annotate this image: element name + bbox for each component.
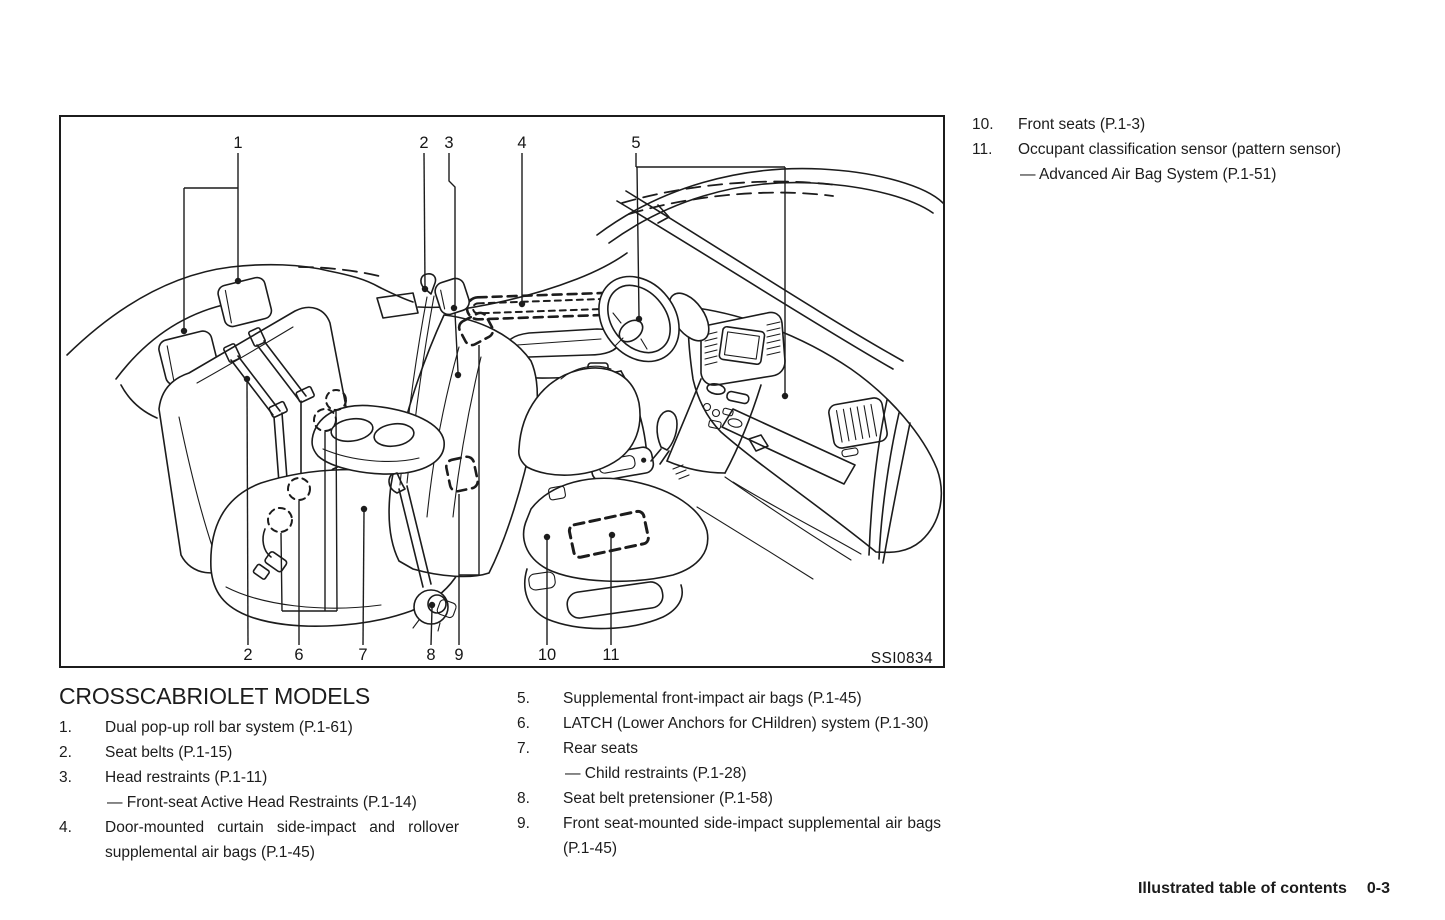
callout-number: 4 [517, 134, 526, 152]
item-text: Door-mounted curtain side-impact and rol… [105, 819, 459, 861]
button-strip-right [766, 321, 781, 356]
nav-screen [718, 325, 766, 366]
driver-seat [388, 273, 539, 578]
callout-number: 10 [538, 646, 556, 664]
item-number: 5. [517, 690, 530, 707]
callout-number: 2 [243, 646, 252, 664]
cup-holder [373, 422, 415, 448]
page-footer: Illustrated table of contents 0-3 [1138, 880, 1390, 898]
page-number: 0-3 [1366, 880, 1390, 897]
item-text: Seat belts (P.1-15) [105, 744, 233, 761]
quarter-trim [376, 292, 419, 319]
item-text: Occupant classification sensor (pattern … [1018, 141, 1342, 158]
occupant-sensor-zone [567, 509, 650, 559]
car-interior-drawing: 1 2 3 4 5 2 6 7 8 9 10 11 SSI0834 [66, 134, 943, 666]
list-item: 4. Door-mounted curtain side-impact and … [59, 815, 459, 865]
shift-knob [656, 410, 678, 451]
callout-number: 8 [426, 646, 435, 664]
callout-number: 11 [602, 646, 619, 664]
belt-guide-loop [420, 273, 437, 295]
item-number: 11. [972, 141, 993, 158]
item-text: Head restraints (P.1-11) [105, 769, 268, 786]
item-text: LATCH (Lower Anchors for CHildren) syste… [563, 715, 929, 732]
item-number: 9. [517, 815, 530, 832]
item-number: 1. [59, 719, 72, 736]
item-number: 8. [517, 790, 530, 807]
passenger-seat [518, 365, 709, 630]
seat-lever [548, 485, 566, 501]
button-strip-left [704, 331, 718, 366]
latch-anchors [267, 389, 347, 533]
interior-illustration-frame: 1 2 3 4 5 2 6 7 8 9 10 11 SSI0834 [59, 115, 945, 668]
callout-number: 9 [454, 646, 463, 664]
list-item: 7. Rear seats — Child restraints (P.1-28… [517, 736, 941, 786]
callout-number: 2 [419, 134, 428, 152]
list-column-right: 10. Front seats (P.1-3) 11. Occupant cla… [972, 112, 1400, 187]
item-text: Seat belt pretensioner (P.1-58) [563, 790, 773, 807]
callout-number: 7 [358, 646, 367, 664]
passenger-seat-back [518, 367, 641, 476]
item-text: Supplemental front-impact air bags (P.1-… [563, 690, 862, 707]
item-text: Front seats (P.1-3) [1018, 116, 1146, 133]
list-item: 5. Supplemental front-impact air bags (P… [517, 686, 941, 711]
seat-skirt [524, 568, 683, 630]
footer-label: Illustrated table of contents [1137, 880, 1347, 897]
wheel-hub [618, 319, 644, 343]
list-item: 1. Dual pop-up roll bar system (P.1-61) [59, 715, 459, 740]
callout-numbers: 1 2 3 4 5 2 6 7 8 9 10 11 [233, 134, 640, 664]
side-airbag-zone-upper [457, 311, 495, 347]
callout-number: 6 [294, 646, 303, 664]
center-console [311, 404, 445, 475]
list-column-middle: 5. Supplemental front-impact air bags (P… [517, 686, 941, 861]
side-airbag-zone-lower [444, 455, 480, 493]
side-vent [828, 397, 888, 458]
callout-number: 5 [631, 134, 640, 152]
center-stack [666, 311, 786, 480]
list-item: 11. Occupant classification sensor (patt… [972, 137, 1400, 187]
item-text: Front seat-mounted side-impact supplemen… [563, 815, 941, 857]
roll-bar-right [217, 276, 273, 328]
a-pillar [616, 200, 894, 370]
callout-lines [180, 152, 789, 646]
list-item: 2. Seat belts (P.1-15) [59, 740, 459, 765]
item-number: 4. [59, 819, 72, 836]
item-number: 6. [517, 715, 530, 732]
list-item: 10. Front seats (P.1-3) [972, 112, 1400, 137]
list-column-left: CROSSCABRIOLET MODELS 1. Dual pop-up rol… [59, 683, 459, 865]
list-item: 8. Seat belt pretensioner (P.1-58) [517, 786, 941, 811]
item-number: 7. [517, 740, 530, 757]
glove-box-trim [721, 408, 856, 485]
cup-holder [330, 417, 374, 443]
glove-latch [748, 434, 769, 452]
list-item: 3. Head restraints (P.1-11) — Front-seat… [59, 765, 459, 815]
callout-number: 1 [233, 134, 242, 152]
item-number: 10. [972, 116, 994, 133]
windshield-frame [596, 167, 943, 370]
item-text: Rear seats [563, 740, 638, 757]
section-heading: CROSSCABRIOLET MODELS [59, 683, 371, 709]
driver-headrest [434, 277, 470, 316]
passenger-seat-cushion [522, 477, 709, 583]
list-item: 9. Front seat-mounted side-impact supple… [517, 811, 941, 861]
figure-code: SSI0834 [871, 650, 933, 666]
belt-stalk [262, 528, 272, 558]
callout-number: 3 [444, 134, 453, 152]
item-number: 3. [59, 769, 72, 786]
item-text: Dual pop-up roll bar system (P.1-61) [105, 719, 353, 736]
item-subtext: — Child restraints (P.1-28) [565, 765, 747, 782]
item-subtext: — Front-seat Active Head Restraints (P.1… [107, 794, 417, 811]
rear-seat-belts [223, 327, 315, 510]
item-subtext: — Advanced Air Bag System (P.1-51) [1020, 166, 1277, 183]
item-number: 2. [59, 744, 72, 761]
list-item: 6. LATCH (Lower Anchors for CHildren) sy… [517, 711, 941, 736]
